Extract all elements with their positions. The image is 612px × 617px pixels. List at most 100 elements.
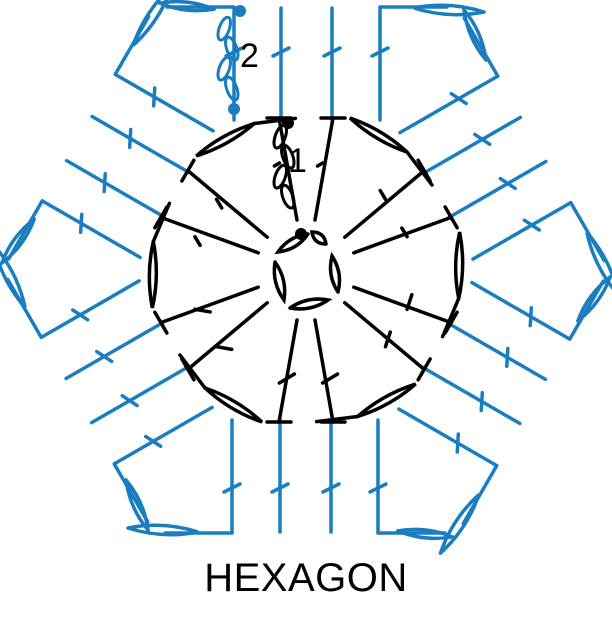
round-2-corner-chain <box>153 0 216 13</box>
round-2-starting-chain <box>216 55 232 82</box>
round-1-chain <box>314 414 360 424</box>
round-2-stitch-tick <box>473 132 492 147</box>
round-1-start-dot <box>295 228 307 240</box>
round-2-chain <box>112 462 150 524</box>
round-2-double-crochet <box>447 159 548 220</box>
round-1-stitch-tick <box>383 330 393 349</box>
round-2-double-crochet <box>40 279 141 339</box>
diagram-title: HEXAGON <box>204 556 408 600</box>
round-2-stitches <box>0 0 612 555</box>
round-1-label: 1 <box>288 142 307 180</box>
round-1-treble <box>159 285 260 325</box>
round-2-corner-chain <box>461 4 488 62</box>
round-1-treble <box>352 285 453 325</box>
round-2-double-crochet <box>113 405 214 466</box>
round-2-stitch-tick <box>270 482 290 494</box>
round-2-stitch-tick <box>271 46 291 58</box>
round-1-stitch-tick <box>315 161 325 168</box>
round-1-chain-space <box>348 116 409 154</box>
round-2-chain <box>6 199 44 261</box>
round-2-double-crochet <box>471 201 572 261</box>
round-2-label: 2 <box>240 37 259 75</box>
start-markers <box>216 5 307 240</box>
round-2-end-dot <box>234 5 246 17</box>
round-2-stitch-tick <box>498 176 518 191</box>
round-2-stitch-tick <box>120 393 139 408</box>
round-2-corner-chain <box>396 527 459 541</box>
round-2-stitch-tick <box>70 308 90 322</box>
round-2-start-dot <box>228 103 240 115</box>
round-1-treble <box>313 318 335 424</box>
round-2-stitch-tick <box>102 171 107 194</box>
round-1-stitch-top <box>416 357 432 382</box>
round-2-stitch-tick <box>479 390 485 413</box>
round-2-stitch-tick <box>455 432 461 454</box>
round-1-stitches <box>147 116 465 424</box>
round-1-stitch-top <box>153 205 169 230</box>
round-1-stitch-top <box>180 357 196 382</box>
round-1-treble <box>186 301 269 372</box>
round-2-stitch-tick <box>127 127 133 150</box>
round-1-treble <box>343 168 426 239</box>
round-1-stitch-tick <box>378 188 388 202</box>
round-2-double-crochet <box>64 158 166 219</box>
round-2-stitch-tick <box>94 349 114 364</box>
round-2-double-crochet <box>89 364 191 425</box>
round-1-stitch-top <box>180 158 196 183</box>
round-1-stitch-tick <box>193 307 212 314</box>
round-1-chain-space <box>147 239 159 309</box>
round-1-stitch-tick <box>214 344 234 352</box>
round-1-chain-space <box>453 231 465 301</box>
center-ring-chain <box>272 260 287 305</box>
round-2-stitch-tick <box>321 482 341 494</box>
round-1-end-dot <box>282 117 294 129</box>
round-1-starting-chain <box>280 143 296 170</box>
round-2-double-crochet <box>398 74 499 135</box>
round-2-stitch-tick <box>522 218 542 232</box>
round-2-stitch-tick <box>368 482 388 494</box>
round-1-chain-space <box>203 386 264 424</box>
round-1-stitch-tick <box>405 292 414 312</box>
round-2-double-crochet <box>470 280 571 341</box>
round-1-stitch-top <box>416 158 432 183</box>
round-2-chain <box>568 279 606 341</box>
round-1-treble <box>343 301 426 372</box>
round-2-stitch-tick <box>528 305 534 328</box>
round-1-chain-space <box>195 121 257 158</box>
round-2-double-crochet <box>64 320 165 381</box>
round-2-double-crochet <box>114 73 215 133</box>
round-2-chain <box>462 16 500 78</box>
round-2-corner-chain <box>413 3 486 17</box>
round-1-treble <box>159 215 260 255</box>
round-1-stitch-top <box>153 310 169 335</box>
round-2-corner-chain <box>124 478 151 536</box>
round-1-treble <box>352 215 453 255</box>
round-2-double-crochet <box>421 115 523 176</box>
round-2-double-crochet <box>90 114 191 175</box>
center-ring-chain <box>288 297 333 311</box>
round-2-stitch-tick <box>322 46 342 58</box>
round-2-stitch-tick <box>151 86 157 108</box>
round-1-stitch-tick <box>320 372 340 385</box>
round-1-treble <box>313 116 335 222</box>
round-2-double-crochet <box>446 321 548 382</box>
round-1-stitch-top <box>443 310 459 335</box>
round-2-starting-chain <box>216 15 232 42</box>
round-1-stitch-tick <box>277 372 297 385</box>
round-2-double-crochet <box>41 199 142 260</box>
center-ring-chain <box>309 230 328 246</box>
round-1-stitch-tick <box>400 226 409 239</box>
round-1-starting-chain <box>280 183 296 210</box>
round-1-chain-space <box>355 382 417 419</box>
round-2-corner-chain <box>126 523 199 537</box>
center-ring-chain <box>328 251 342 294</box>
round-2-stitch-tick <box>143 434 163 449</box>
round-1-stitch-top <box>443 205 459 230</box>
round-2-stitch-tick <box>505 346 510 369</box>
round-2-stitch-tick <box>370 46 390 58</box>
round-1-starting-chain <box>272 163 288 190</box>
round-1-stitch-tick <box>272 161 282 168</box>
round-2-double-crochet <box>397 407 498 467</box>
round-1-stitch-tick <box>214 197 224 210</box>
